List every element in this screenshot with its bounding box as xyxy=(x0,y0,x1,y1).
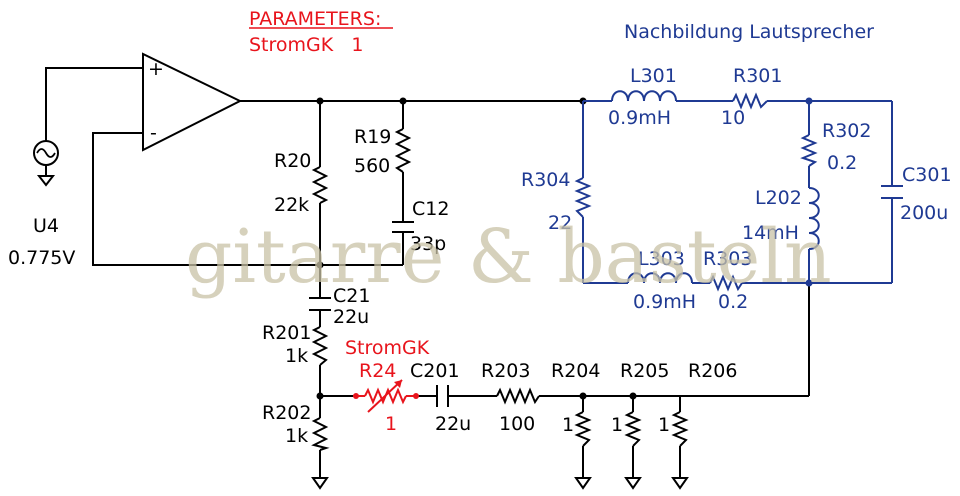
c21-value: 22u xyxy=(333,306,369,328)
capacitor-c12: C12 33p xyxy=(392,198,449,255)
l301-value: 0.9mH xyxy=(608,107,671,129)
resistor-r202: R202 1k xyxy=(262,402,330,490)
opamp-symbol: + - xyxy=(142,52,243,152)
r303-value: 0.2 xyxy=(718,291,748,313)
ground-icon xyxy=(36,175,56,187)
r201-value: 1k xyxy=(285,345,308,367)
resistor-r20: R20 22k xyxy=(274,150,329,216)
c201-value: 22u xyxy=(435,413,471,435)
ground-icon xyxy=(311,477,329,490)
r24-param-label: StromGK xyxy=(345,337,430,359)
c12-name: C12 xyxy=(412,198,449,220)
inductor-l303: L303 0.9mH xyxy=(627,248,696,313)
l301-name: L301 xyxy=(630,65,677,87)
r204-value: 1 xyxy=(562,414,574,436)
r19-name: R19 xyxy=(354,126,391,148)
r202-name: R202 xyxy=(262,402,311,424)
l303-name: L303 xyxy=(638,248,685,270)
l202-name: L202 xyxy=(755,187,802,209)
r203-value: 100 xyxy=(499,413,535,435)
resistor-r301: R301 10 xyxy=(721,65,782,129)
c301-name: C301 xyxy=(902,164,952,186)
r303-name: R303 xyxy=(703,248,752,270)
inductor-l301: L301 0.9mH xyxy=(608,65,677,129)
c301-value: 200u xyxy=(900,202,948,224)
r203-name: R203 xyxy=(481,360,530,382)
main-wiring xyxy=(45,67,810,478)
r302-value: 0.2 xyxy=(827,152,857,174)
r205-name: R205 xyxy=(620,360,669,382)
resistor-r201: R201 1k xyxy=(262,322,329,367)
ground-icon xyxy=(671,477,689,490)
opamp-plus-label: + xyxy=(148,58,164,80)
source-name: U4 xyxy=(33,215,59,237)
ground-icon xyxy=(624,477,642,490)
r20-name: R20 xyxy=(274,150,311,172)
speaker-network xyxy=(582,97,893,287)
capacitor-c21: C21 22u xyxy=(309,285,370,328)
resistor-r302: R302 0.2 xyxy=(800,120,871,174)
r304-name: R304 xyxy=(521,169,570,191)
capacitor-c301: C301 200u xyxy=(881,164,952,224)
l303-value: 0.9mH xyxy=(633,291,696,313)
r20-value: 22k xyxy=(274,194,309,216)
inductor-l202: L202 14mH xyxy=(742,187,820,250)
r201-name: R201 xyxy=(262,322,311,344)
variable-resistor-r24: StromGK R24 1 xyxy=(345,337,430,435)
l202-value: 14mH xyxy=(742,222,799,244)
r204-name: R204 xyxy=(551,360,600,382)
c201-name: C201 xyxy=(410,360,460,382)
r301-name: R301 xyxy=(733,65,782,87)
r302-name: R302 xyxy=(822,120,871,142)
source-value: 0.775V xyxy=(8,247,75,269)
r19-value: 560 xyxy=(354,155,390,177)
resistor-r204: R204 1 xyxy=(551,360,600,490)
parameters-line: StromGK 1 xyxy=(249,34,363,56)
resistor-r304: R304 22 xyxy=(521,169,592,234)
junction-dots xyxy=(316,97,637,400)
resistor-r19: R19 560 xyxy=(354,126,412,177)
resistor-r203: R203 100 xyxy=(481,360,540,435)
r301-value: 10 xyxy=(721,107,745,129)
r205-value: 1 xyxy=(611,414,623,436)
c21-name: C21 xyxy=(333,285,370,307)
resistor-r206: R206 1 xyxy=(658,360,737,490)
watermark: gitarre & basteln xyxy=(185,214,832,300)
resistor-r303: R303 0.2 xyxy=(703,248,752,313)
ground-icon xyxy=(574,477,592,490)
r206-name: R206 xyxy=(688,360,737,382)
c12-value: 33p xyxy=(410,233,446,255)
r206-value: 1 xyxy=(658,414,670,436)
parameters-heading: PARAMETERS: xyxy=(249,8,381,30)
opamp-minus-label: - xyxy=(150,122,157,144)
r304-value: 22 xyxy=(548,212,572,234)
r202-value: 1k xyxy=(285,425,308,447)
r24-name: R24 xyxy=(359,360,396,382)
capacitor-c201: C201 22u xyxy=(410,360,471,435)
resistor-r205: R205 1 xyxy=(611,360,669,490)
speaker-title: Nachbildung Lautsprecher xyxy=(624,21,874,43)
r24-value: 1 xyxy=(385,413,397,435)
voltage-source-u4: U4 0.775V xyxy=(8,140,75,269)
